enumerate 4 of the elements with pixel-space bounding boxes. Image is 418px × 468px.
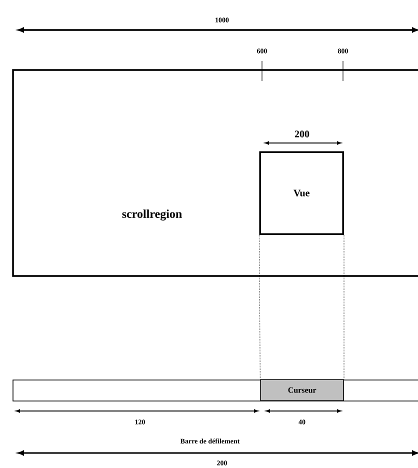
- dimension-label: 200: [294, 130, 310, 138]
- cursor-box: Curseur: [260, 379, 344, 401]
- projection-line: [258, 234, 260, 380]
- view-box: Vue: [259, 151, 344, 235]
